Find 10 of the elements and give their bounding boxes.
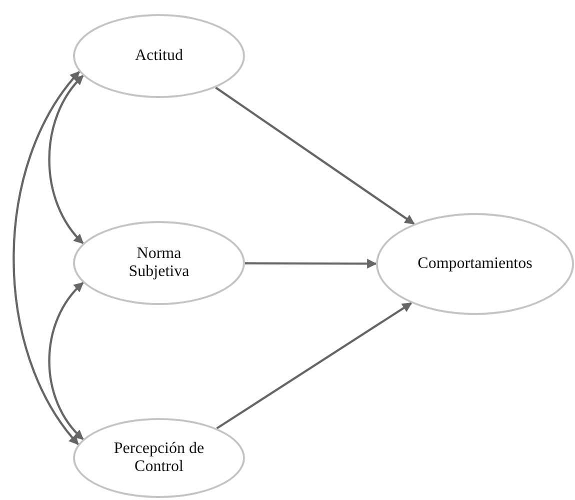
- node-label: Comportamientos: [418, 254, 532, 274]
- arrow: [12, 70, 80, 446]
- node-label: Actitud: [135, 46, 183, 66]
- arrow: [48, 74, 84, 244]
- arrow: [216, 302, 412, 430]
- node-label: Percepción de Control: [112, 440, 206, 476]
- arrow: [245, 258, 377, 269]
- node-label: Norma Subjetiva: [128, 244, 190, 282]
- arrow: [48, 282, 84, 440]
- arrow: [215, 86, 415, 225]
